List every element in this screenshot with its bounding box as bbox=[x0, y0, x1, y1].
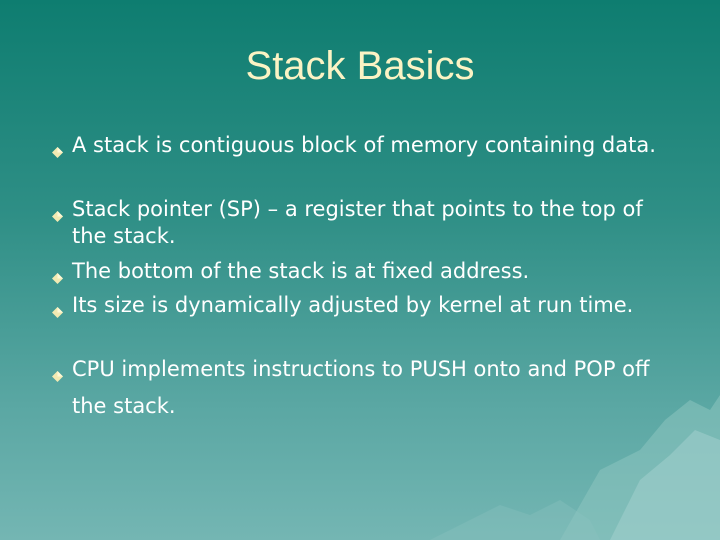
slide-title: Stack Basics bbox=[245, 44, 475, 88]
bullet-text: Stack pointer (SP) – a register that poi… bbox=[72, 197, 643, 248]
bullet-text: Its size is dynamically adjusted by kern… bbox=[72, 293, 634, 317]
diamond-bullet-icon bbox=[52, 371, 63, 382]
diamond-bullet-icon bbox=[52, 273, 63, 284]
diamond-bullet-icon bbox=[52, 307, 63, 318]
bullet-text: CPU implements instructions to PUSH onto… bbox=[72, 357, 650, 418]
bullet-text: The bottom of the stack is at fixed addr… bbox=[72, 259, 530, 283]
bullet-text: A stack is contiguous block of memory co… bbox=[72, 133, 656, 157]
diamond-bullet-icon bbox=[52, 147, 63, 158]
diamond-bullet-icon bbox=[52, 211, 63, 222]
